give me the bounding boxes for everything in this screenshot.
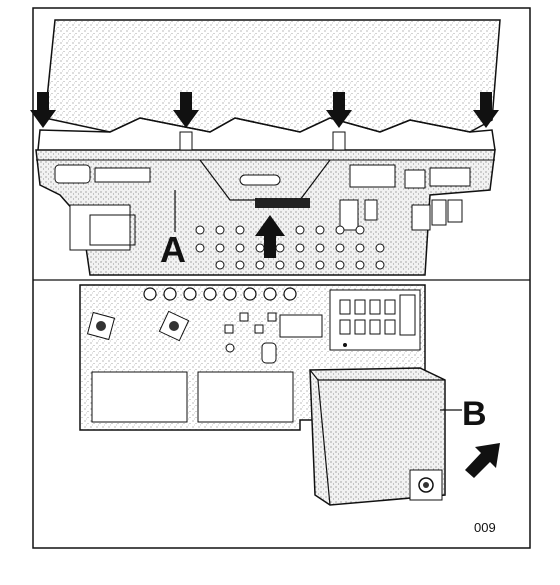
- down-arrow-icon: [473, 92, 499, 128]
- diagonal-arrow-icon: [465, 443, 500, 478]
- lid-edge: [37, 117, 496, 151]
- figure-number: 009: [474, 520, 496, 535]
- up-arrow-icon: [255, 215, 285, 258]
- callout-a: A: [160, 229, 186, 270]
- unit-lid: [44, 19, 501, 133]
- round-connectors: [143, 287, 297, 301]
- connector-pins: [195, 225, 385, 270]
- down-arrow-icon: [326, 92, 352, 128]
- screw-icon: [86, 311, 116, 341]
- slide-out-module: [309, 367, 446, 506]
- down-arrow-icon: [173, 92, 199, 128]
- bottom-panel: [79, 284, 500, 506]
- screw-icon: [158, 310, 190, 342]
- callout-b: B: [462, 395, 487, 433]
- screw-icon: [418, 477, 434, 493]
- top-panel: [30, 19, 501, 276]
- down-arrow-icon: [30, 92, 56, 128]
